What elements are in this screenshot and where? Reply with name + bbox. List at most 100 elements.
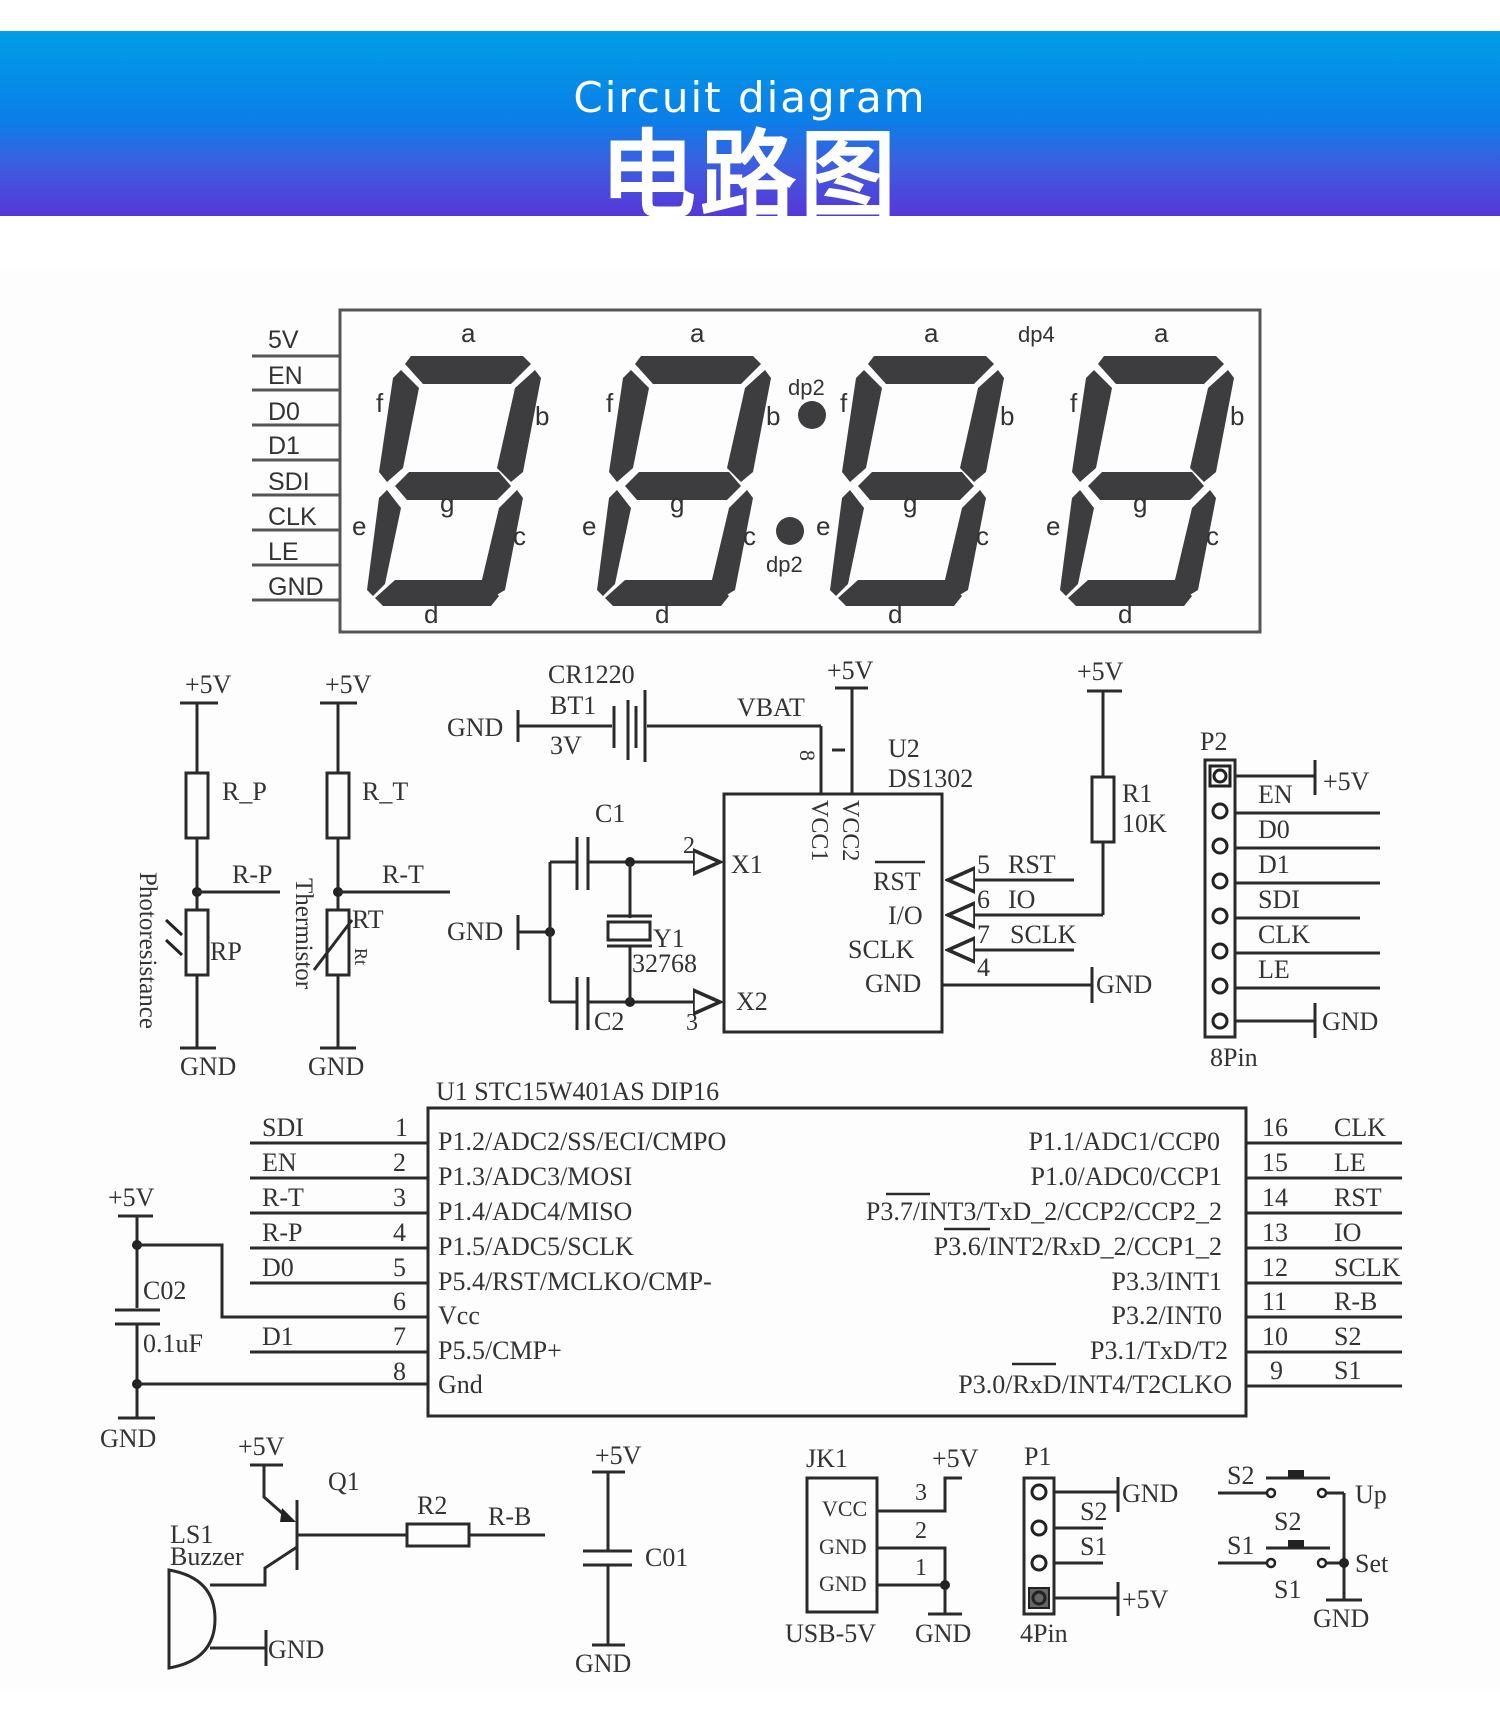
pin-label: CLK <box>268 503 317 531</box>
net-label: R-B <box>488 1502 531 1531</box>
pin-number: 8 <box>393 1357 406 1386</box>
pin-number: 1 <box>395 1113 408 1142</box>
pin-label: GND <box>1122 1479 1178 1508</box>
cap-ref: C02 <box>143 1276 186 1305</box>
seg-label: f <box>376 388 384 418</box>
switch-ref: S2 <box>1274 1507 1301 1536</box>
seg-label: b <box>1230 401 1244 431</box>
pin-number: 7 <box>393 1322 406 1351</box>
pin-number: 2 <box>393 1148 406 1177</box>
header-banner: Circuit diagram 电路图 <box>0 31 1500 226</box>
net-label: RST <box>1008 850 1056 879</box>
pin-label: S1 <box>1080 1532 1107 1561</box>
vcc-label: +5V <box>238 1432 285 1461</box>
net-label: R-P <box>232 860 272 889</box>
connector-caption: 8Pin <box>1210 1043 1258 1072</box>
net-label: LE <box>1334 1148 1366 1177</box>
pin-name: GND <box>865 969 921 998</box>
seg-label: c <box>743 521 756 551</box>
pin-name: P1.4/ADC4/MISO <box>438 1197 632 1226</box>
vcc-label: +5V <box>1077 657 1124 686</box>
pin-name: P5.5/CMP+ <box>438 1336 562 1365</box>
connector-ref: JK1 <box>806 1444 848 1473</box>
digit-4: a b c d e f g <box>1046 318 1244 629</box>
pin-name: P3.1/TxD/T2 <box>1090 1336 1228 1365</box>
pin-label: S2 <box>1080 1497 1107 1526</box>
net-label: D1 <box>262 1322 294 1351</box>
pin-label: CLK <box>1258 920 1310 949</box>
pin-number: 6 <box>393 1287 406 1316</box>
mcu-left-pins: SDI EN R-T R-P D0 D1 1 2 3 4 5 6 7 8 P1.… <box>250 1113 726 1399</box>
gnd-label: GND <box>180 1052 236 1081</box>
rtc-circuit: CR1220 BT1 3V GND VBAT 8 +5V U2 DS1302 V… <box>447 656 1152 1036</box>
resistor-label: R_P <box>222 777 267 806</box>
sensor-caption: Thermistor <box>290 878 317 990</box>
net-label: S1 <box>1227 1531 1254 1560</box>
pin-name: VCC1 <box>806 800 832 861</box>
pin-name: Vcc <box>438 1301 480 1330</box>
crystal-icon <box>606 914 652 948</box>
header-p2: P2 +5V EN D0 D1 SDI CLK LE GND 8Pin <box>1200 727 1380 1072</box>
switch-function: Up <box>1355 1480 1387 1509</box>
pin-name: Gnd <box>438 1370 483 1399</box>
net-label: IO <box>1008 885 1035 914</box>
pin-number: 8 <box>795 750 820 761</box>
pin-number: 2 <box>915 1518 927 1544</box>
gnd-label: GND <box>100 1424 156 1453</box>
seg-label: c <box>1206 521 1219 551</box>
pin-name: I/O <box>888 901 923 930</box>
pin-label: 5V <box>268 326 299 354</box>
seg-label: f <box>840 388 848 418</box>
battery-icon <box>612 690 647 762</box>
mcu-u1: U1 STC15W401AS DIP16 SDI EN R-T R-P D0 D… <box>100 1077 1402 1453</box>
seg-label: b <box>1000 401 1014 431</box>
gnd-label: GND <box>268 1635 324 1664</box>
chip-title: U1 STC15W401AS DIP16 <box>436 1077 719 1106</box>
digit-1: a b c d e f g <box>352 318 549 629</box>
net-label: S2 <box>1334 1322 1361 1351</box>
pullup-resistor: +5V R1 10K <box>1077 657 1167 915</box>
light-arrows-icon <box>164 918 184 957</box>
circuit-schematic: 5V EN D0 D1 SDI CLK LE GND a b c d e f g <box>100 308 1402 1678</box>
connector-caption: 4Pin <box>1020 1619 1068 1648</box>
vcc-label: +5V <box>827 656 874 685</box>
net-label: SCLK <box>1334 1253 1401 1282</box>
capacitor-c01: +5V C01 GND <box>575 1441 688 1678</box>
usb-connector: JK1 VCC GND GND 3 2 1 +5V USB-5V GND <box>785 1444 979 1648</box>
cap-label: C1 <box>595 799 625 828</box>
net-label: RST <box>1334 1183 1382 1212</box>
buzzer-ref: LS1 <box>170 1520 213 1549</box>
sensor-label: RP <box>210 937 242 966</box>
pin-label: +5V <box>1323 767 1370 796</box>
mcu-right-pins: 16 15 14 13 12 11 10 9 CLK LE RST IO SCL… <box>866 1113 1402 1399</box>
seg-label: d <box>424 599 438 629</box>
crystal-ref: Y1 <box>653 924 685 953</box>
pin-label: SDI <box>1258 885 1300 914</box>
pin-name: P5.4/RST/MCLKO/CMP- <box>438 1267 712 1296</box>
pin-number: 13 <box>1262 1218 1288 1247</box>
seg-label: g <box>903 488 917 518</box>
switch-ref: S1 <box>1274 1575 1301 1604</box>
photoresistor-circuit: +5V R_P R-P RP GND Photoresistance <box>134 670 280 1081</box>
net-label: D0 <box>262 1253 294 1282</box>
chip-part: DS1302 <box>888 764 973 793</box>
pin-name: P1.5/ADC5/SCLK <box>438 1232 634 1261</box>
transistor-ref: Q1 <box>328 1467 360 1496</box>
seg-label: b <box>766 401 780 431</box>
pin-name: P1.2/ADC2/SS/ECI/CMPO <box>438 1127 726 1156</box>
pin-label: D1 <box>1258 850 1290 879</box>
net-label: SCLK <box>1010 920 1077 949</box>
pin-number: 5 <box>393 1253 406 1282</box>
pin-name: P3.6/INT2/RxD_2/CCP1_2 <box>934 1232 1222 1261</box>
connector-ref: P1 <box>1024 1442 1051 1471</box>
dp-label: dp2 <box>766 552 803 577</box>
seg-label: f <box>1070 388 1078 418</box>
seg-label: a <box>1154 318 1169 348</box>
pin-name: P3.3/INT1 <box>1112 1267 1223 1296</box>
dp-label: dp4 <box>1018 322 1055 347</box>
resistor-value: 10K <box>1122 809 1167 838</box>
vcc-label: +5V <box>325 670 372 699</box>
seg-label: g <box>440 488 454 518</box>
pin-number: 16 <box>1262 1113 1288 1142</box>
seg-label: f <box>606 388 614 418</box>
